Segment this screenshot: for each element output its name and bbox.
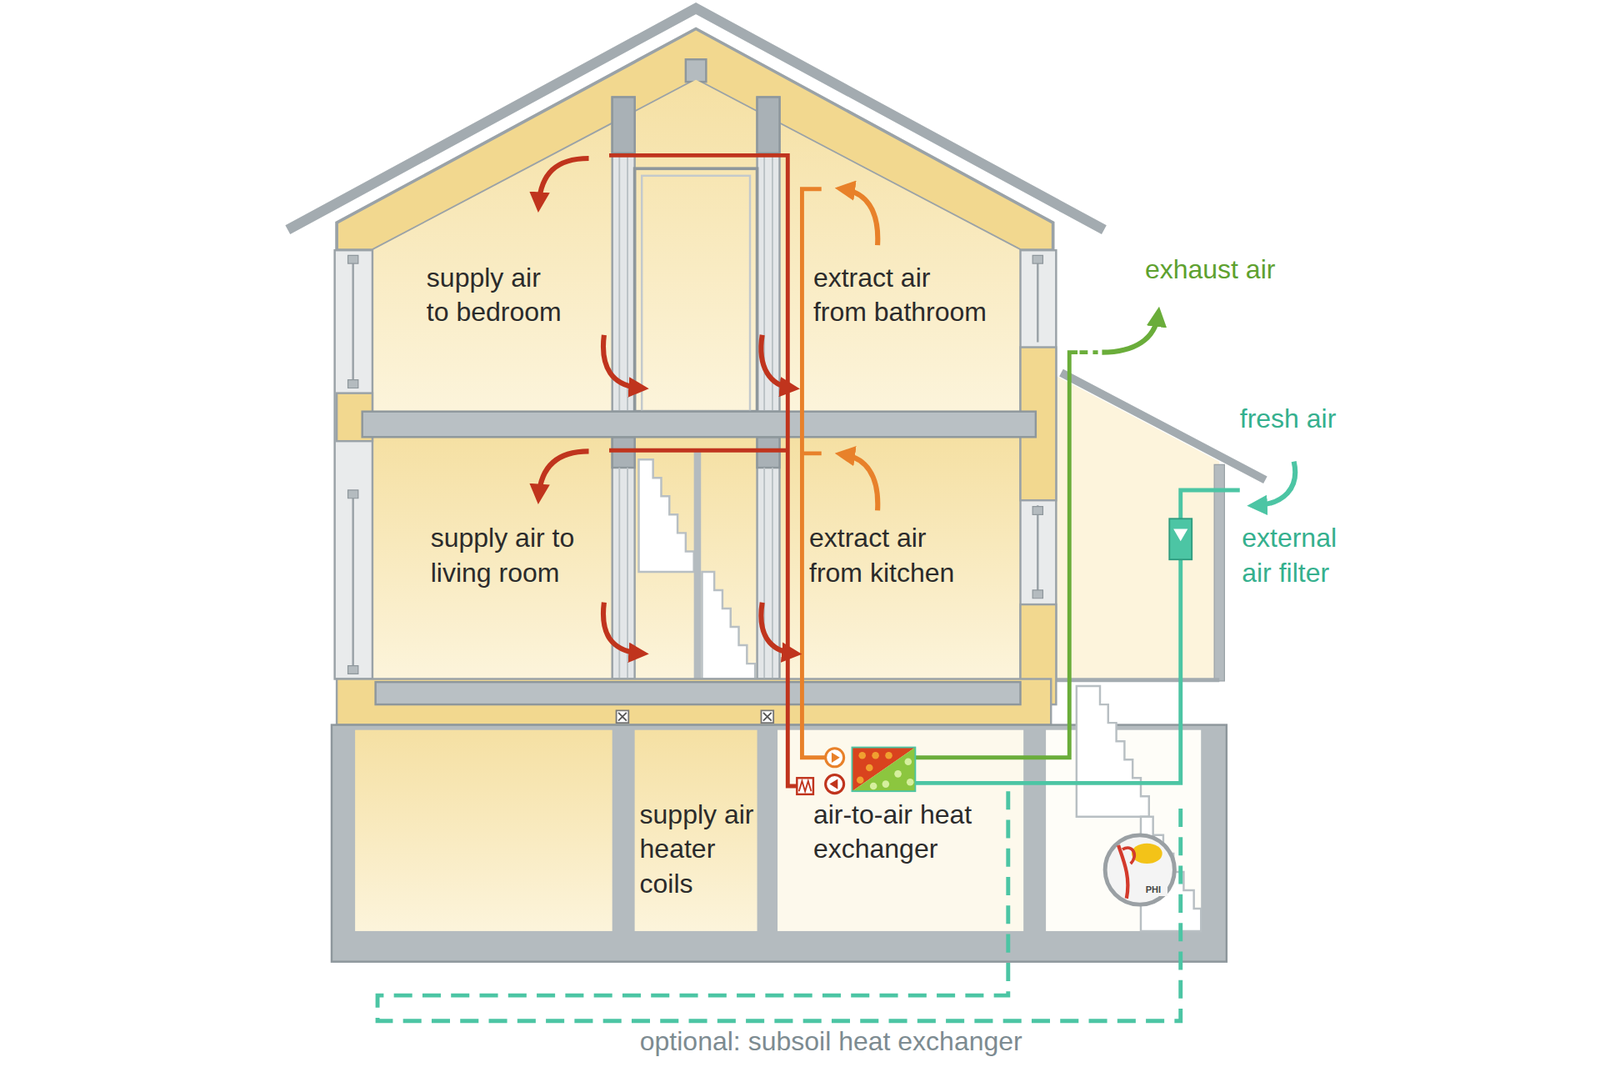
kitchen-room: extract air from kitchen bbox=[780, 439, 1021, 680]
phi-logo bbox=[1118, 845, 1128, 899]
heat-exchanger-dots bbox=[856, 751, 915, 790]
annex-wall bbox=[1214, 464, 1225, 681]
exhaust-duct bbox=[915, 352, 1078, 758]
dot bbox=[871, 751, 880, 760]
dot bbox=[858, 751, 866, 760]
bathroom-room: extract air from bathroom bbox=[780, 235, 1021, 412]
supply-arrow bbox=[539, 450, 590, 496]
fresh-air-duct bbox=[915, 490, 1240, 783]
heater-room: supply air heater coils bbox=[635, 730, 758, 931]
room-label: supply air heater coils bbox=[640, 797, 755, 902]
upper-floor bbox=[372, 80, 1021, 412]
heat-exchanger bbox=[851, 747, 915, 792]
exchanger-room: air-to-air heat exchanger bbox=[777, 730, 1024, 931]
dot bbox=[856, 775, 865, 784]
supply-arrow bbox=[539, 158, 590, 205]
heat-exchanger bbox=[851, 747, 915, 792]
dot bbox=[885, 751, 893, 760]
annex-roof bbox=[1060, 372, 1265, 480]
door-frame bbox=[641, 175, 750, 412]
subsoil-loop bbox=[377, 790, 1181, 1021]
basement-room bbox=[635, 730, 758, 931]
heat-exchanger bbox=[851, 747, 915, 792]
living-room: supply air to living room bbox=[372, 439, 610, 680]
logo-text: PHI bbox=[1144, 883, 1168, 895]
window-sill bbox=[348, 255, 359, 674]
staircase bbox=[701, 571, 755, 680]
left-wall bbox=[335, 250, 373, 679]
component-label: external air filter bbox=[1241, 520, 1330, 590]
extract-arrow bbox=[842, 189, 878, 245]
supply-duct bbox=[609, 155, 806, 786]
annex-floor bbox=[1055, 677, 1220, 682]
dot bbox=[882, 780, 890, 788]
supply-arrow bbox=[603, 602, 641, 654]
air-filter bbox=[1169, 518, 1192, 560]
room-label: extract air from bathroom bbox=[813, 260, 989, 330]
supply-fan bbox=[825, 775, 845, 794]
joint-mark bbox=[616, 710, 775, 723]
interior-wall bbox=[757, 97, 780, 412]
window-frame bbox=[351, 255, 354, 674]
supply-arrow bbox=[760, 335, 792, 389]
air-filter bbox=[1173, 528, 1188, 541]
interior-wall bbox=[612, 97, 635, 154]
joint-mark bbox=[618, 712, 772, 721]
ground-floor bbox=[372, 436, 1021, 679]
stair-wall bbox=[694, 449, 702, 680]
floor-slab bbox=[362, 411, 1036, 438]
extract-fan bbox=[825, 748, 845, 767]
annex-room bbox=[1055, 375, 1220, 680]
supply-arrow bbox=[603, 335, 641, 389]
bedroom-room: supply air to bedroom bbox=[372, 235, 610, 412]
dot bbox=[905, 757, 913, 765]
heater-coil bbox=[796, 777, 814, 795]
floor-insulation bbox=[336, 678, 1051, 725]
supply-fan bbox=[830, 778, 839, 789]
extract-fan bbox=[831, 752, 840, 763]
dot bbox=[906, 778, 915, 786]
exhaust-duct bbox=[1080, 350, 1099, 355]
exhaust-arrow bbox=[1101, 314, 1158, 352]
staircase bbox=[639, 459, 695, 572]
heater-coil bbox=[799, 780, 812, 791]
basement-room bbox=[355, 730, 613, 931]
flow-label: fresh air bbox=[1240, 401, 1338, 437]
fresh-air-arrow bbox=[1255, 461, 1295, 506]
dot bbox=[865, 764, 874, 772]
basement-room bbox=[777, 730, 1024, 931]
dot bbox=[870, 782, 878, 790]
supply-arrow bbox=[760, 602, 794, 654]
extract-arrow bbox=[842, 454, 878, 510]
phi-logo bbox=[1122, 847, 1135, 864]
flow-label: exhaust air bbox=[1145, 252, 1277, 288]
room-label: extract air from kitchen bbox=[809, 520, 956, 590]
room-label: air-to-air heat exchanger bbox=[813, 797, 974, 867]
phi-logo bbox=[1131, 843, 1163, 864]
door-frame bbox=[635, 168, 758, 411]
room-label: supply air to bedroom bbox=[426, 260, 563, 330]
dot bbox=[894, 770, 902, 778]
interior-wall bbox=[757, 97, 780, 154]
phi-logo bbox=[1105, 835, 1175, 905]
floor-slab bbox=[375, 681, 1021, 705]
room-label: supply air to living room bbox=[430, 520, 576, 590]
ridge-vent bbox=[685, 59, 706, 82]
note-label: optional: subsoil heat exchanger bbox=[640, 1024, 1024, 1060]
interior-wall bbox=[612, 97, 635, 412]
staircase bbox=[1076, 685, 1150, 817]
